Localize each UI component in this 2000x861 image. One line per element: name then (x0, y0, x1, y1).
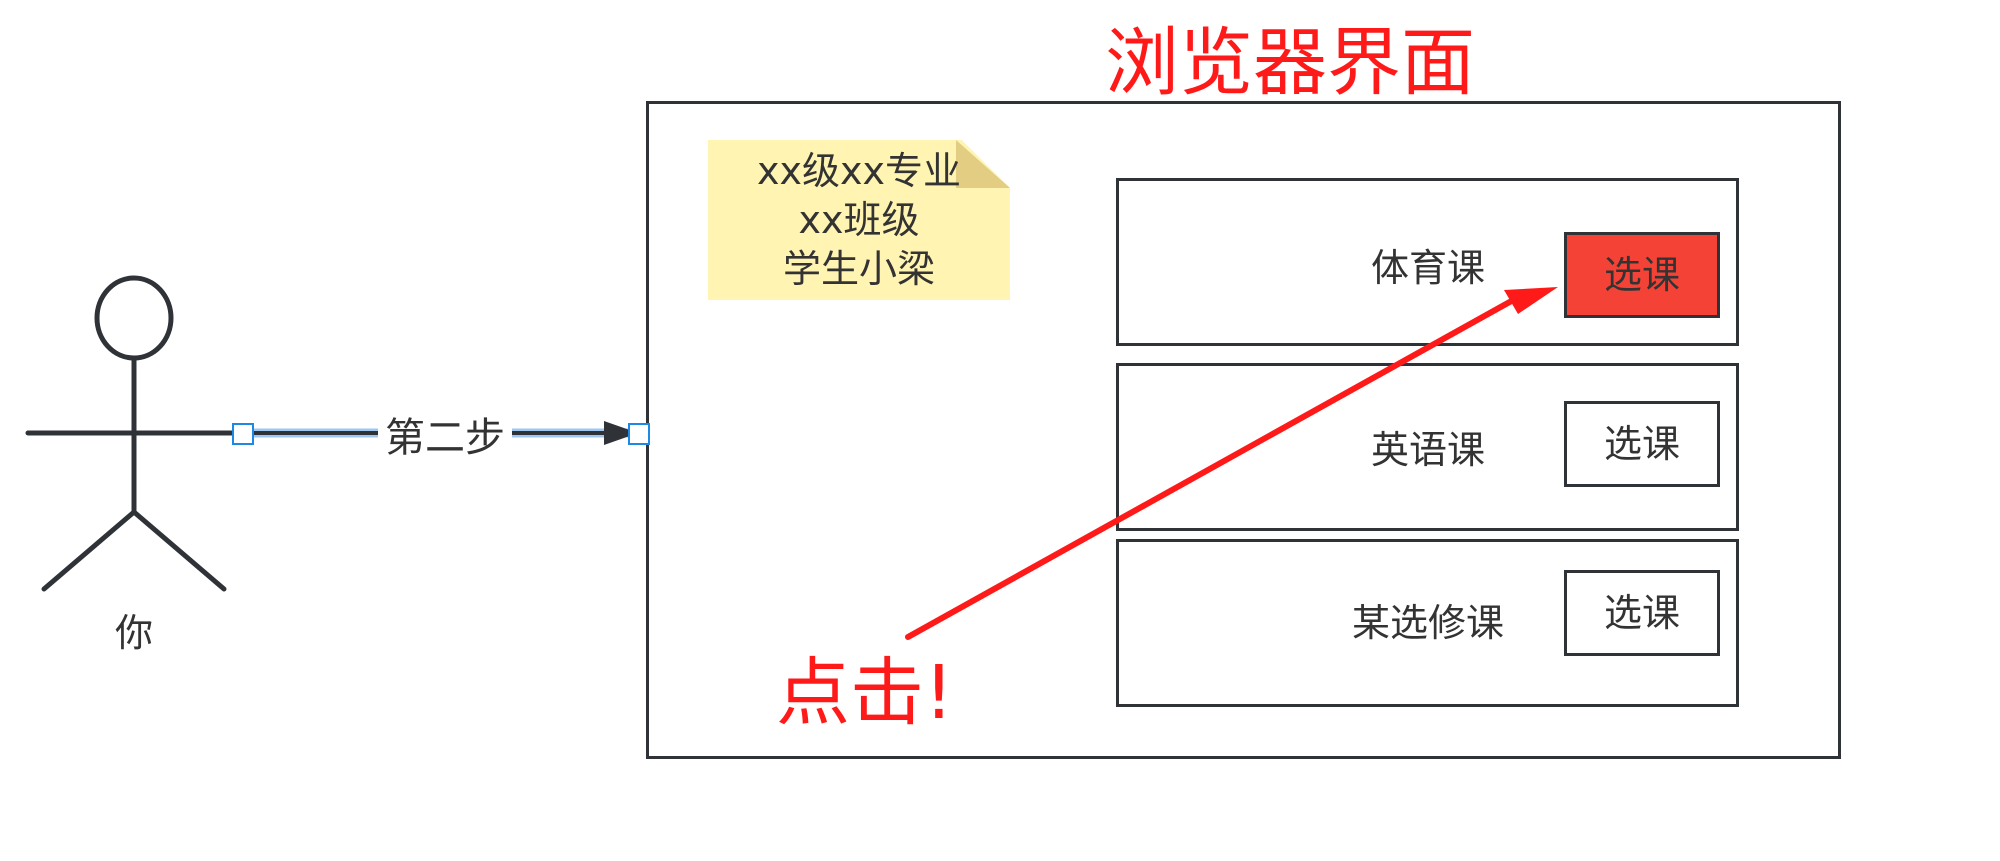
connector-label: 第二步 (378, 412, 512, 464)
actor-label: 你 (114, 611, 153, 655)
course-name-pe: 体育课 (1370, 246, 1485, 290)
actor-left-leg (41, 509, 137, 592)
actor-right-leg (131, 509, 227, 592)
connector-end-handle[interactable] (628, 423, 650, 445)
actor-head (94, 275, 174, 361)
note-line-class: xx班级 (798, 198, 920, 242)
note-line-student: 学生小梁 (782, 247, 935, 291)
select-course-button-pe[interactable]: 选课 (1564, 232, 1720, 318)
course-name-english: 英语课 (1370, 428, 1485, 472)
course-name-elective: 某选修课 (1351, 601, 1504, 645)
click-annotation-label: 点击! (776, 650, 954, 736)
red-arrow-head (1504, 287, 1558, 314)
red-arrow-line (905, 291, 1527, 640)
connector-start-handle[interactable] (232, 423, 254, 445)
actor-stick-figure (25, 275, 245, 592)
select-course-button-elective[interactable]: 选课 (1564, 570, 1720, 656)
select-course-button-english[interactable]: 选课 (1564, 401, 1720, 487)
connector-arrowhead (604, 421, 638, 445)
note-line-major: xx级xx专业 (757, 149, 961, 193)
click-annotation-arrow (905, 287, 1558, 640)
diagram-title: 浏览器界面 (1105, 20, 1475, 106)
